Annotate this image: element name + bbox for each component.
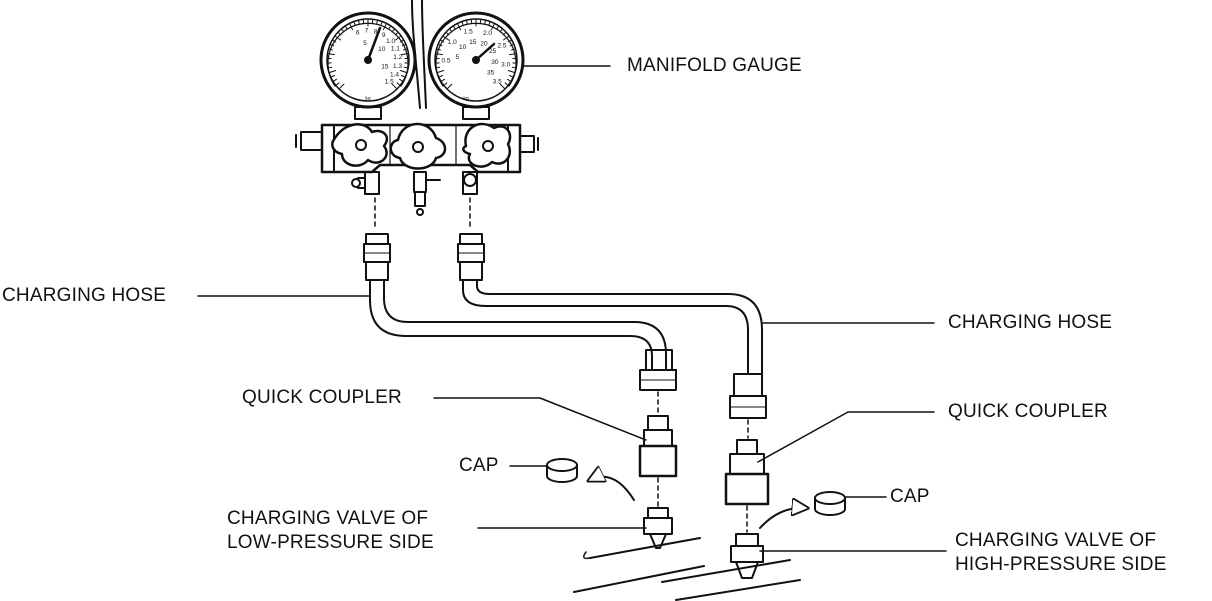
- high-gauge-unit: kg: [463, 96, 469, 102]
- high-gauge-outer-scale: 0.5 1.0 1.5 2.0 2.5 3.0 3.5: [441, 29, 510, 86]
- manifold-gauge-set: [295, 0, 539, 231]
- high-side-charging-hose: [462, 279, 763, 375]
- low-side-charging-hose: [369, 279, 667, 371]
- gauge-scale-label: 1.5: [385, 79, 394, 86]
- high-valve-label-line2: HIGH-PRESSURE SIDE: [955, 554, 1167, 575]
- gauge-scale-label: 8: [374, 28, 378, 35]
- center-knob: [389, 122, 447, 170]
- gauge-scale-label: 1.3: [393, 63, 402, 70]
- gauge-scale-label: 1.0: [386, 38, 395, 45]
- low-side-knob: [331, 123, 389, 167]
- low-gauge-unit: kg: [365, 96, 371, 102]
- leader-lines: [197, 65, 947, 552]
- cap-right-label: CAP: [890, 486, 930, 507]
- gauge-scale-label: 3.0: [501, 61, 510, 68]
- high-pressure-gauge: [427, 11, 525, 120]
- charging-hose-left-label: CHARGING HOSE: [2, 285, 167, 306]
- gauge-scale-label: 25: [489, 48, 497, 55]
- quick-coupler-right-label: QUICK COUPLER: [948, 401, 1108, 422]
- gauge-scale-label: 30: [491, 59, 499, 66]
- high-side-cap: [814, 491, 846, 516]
- gauge-scale-label: 2.5: [497, 43, 506, 50]
- gauge-scale-label: 7: [365, 28, 369, 35]
- low-pressure-gauge: [319, 11, 417, 120]
- gauge-scale-label: 1.1: [391, 45, 400, 52]
- gauge-scale-label: 1.4: [390, 72, 399, 79]
- high-side-port: [462, 171, 478, 195]
- high-side-hose-fitting: [457, 233, 485, 281]
- low-cap-arrow: [590, 477, 635, 501]
- high-side-knob: [462, 122, 512, 168]
- gauge-scale-label: 3.5: [493, 79, 502, 86]
- charging-hose-right-label: CHARGING HOSE: [948, 312, 1113, 333]
- gauge-scale-label: 10: [378, 46, 386, 53]
- low-side-hose-end: [639, 349, 677, 415]
- cap-left-label: CAP: [459, 455, 499, 476]
- gauge-scale-label: 15: [381, 64, 389, 71]
- gauge-scale-label: 0.5: [441, 58, 450, 65]
- quick-coupler-left-label: QUICK COUPLER: [242, 387, 402, 408]
- low-valve-label-line2: LOW-PRESSURE SIDE: [227, 532, 434, 553]
- gauge-scale-label: 5: [455, 54, 459, 61]
- gauge-scale-label: 15: [469, 39, 477, 46]
- high-cap-arrow: [759, 508, 806, 529]
- high-valve-label-line1: CHARGING VALVE OF: [955, 530, 1157, 551]
- manifold-gauge-label: MANIFOLD GAUGE: [627, 55, 802, 76]
- gauge-scale-label: 35: [487, 70, 495, 77]
- gauge-scale-label: 2.0: [483, 30, 492, 37]
- low-valve-label-line1: CHARGING VALVE OF: [227, 508, 429, 529]
- high-side-hose-end: [729, 373, 767, 439]
- gauge-scale-label: 10: [459, 44, 467, 51]
- high-side-charging-valve: [730, 533, 764, 579]
- gauge-scale-label: 1.2: [393, 54, 402, 61]
- low-side-quick-coupler: [638, 415, 678, 507]
- low-side-cap: [546, 458, 578, 483]
- low-side-hose-fitting: [363, 233, 391, 281]
- high-side-pipe: [661, 559, 801, 601]
- gauge-scale-label: 5: [363, 40, 367, 47]
- low-gauge-inner-scale: 5 10 15: [363, 40, 389, 71]
- center-port: [413, 171, 441, 216]
- gauge-scale-label: 9: [382, 32, 386, 39]
- gauge-scale-label: 1.5: [464, 29, 473, 36]
- gauge-scale-label: 6: [356, 29, 360, 36]
- gauge-scale-label: 1.0: [448, 39, 457, 46]
- gauge-scale-label: 20: [480, 40, 488, 47]
- low-side-pipe: [573, 537, 705, 593]
- high-side-quick-coupler: [724, 439, 770, 533]
- low-side-port: [351, 171, 380, 195]
- low-side-charging-valve: [643, 507, 673, 549]
